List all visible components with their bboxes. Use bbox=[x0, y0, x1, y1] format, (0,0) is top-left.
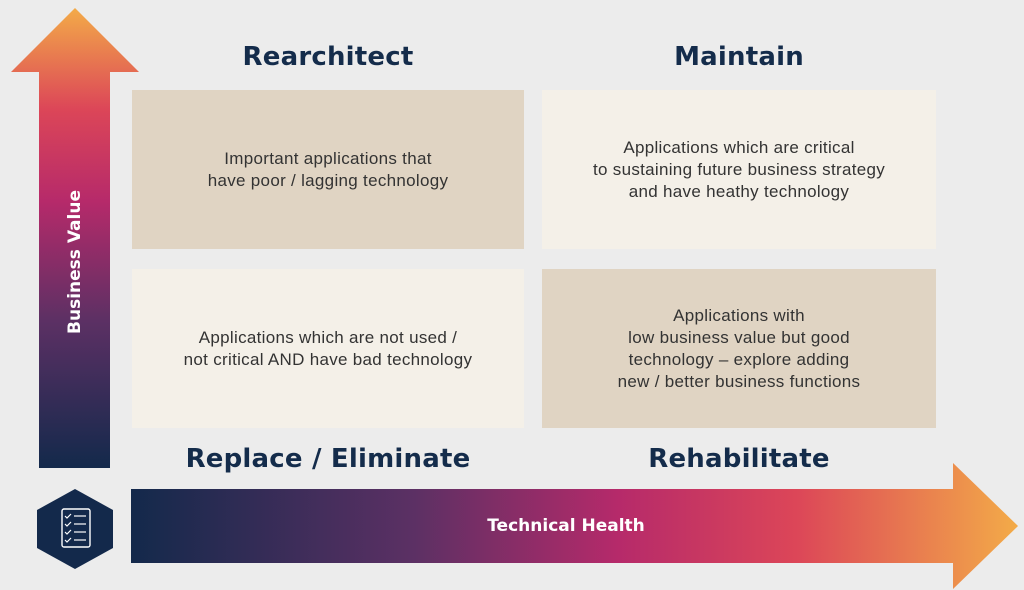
rearchitect-description: Important applications that have poor / … bbox=[207, 148, 449, 190]
business-value-arrow bbox=[11, 8, 139, 468]
replace-eliminate-description: Applications which are not used / not cr… bbox=[183, 327, 473, 369]
rearchitect-title: Rearchitect bbox=[242, 42, 414, 72]
rearchitect-box: Important applications that have poor / … bbox=[132, 90, 524, 249]
rehabilitate-box: Applications with low business value but… bbox=[542, 269, 936, 428]
replace-eliminate-box: Applications which are not used / not cr… bbox=[132, 269, 524, 428]
business-value-label: Business Value bbox=[65, 190, 85, 334]
maintain-box: Applications which are critical to susta… bbox=[542, 90, 936, 249]
maintain-title: Maintain bbox=[674, 42, 804, 72]
technical-health-arrow bbox=[131, 463, 1018, 589]
rehabilitate-description: Applications with low business value but… bbox=[617, 305, 861, 391]
technical-health-label: Technical Health bbox=[487, 516, 645, 536]
maintain-description: Applications which are critical to susta… bbox=[592, 137, 886, 201]
checklist-icon bbox=[37, 489, 113, 569]
rehabilitate-title: Rehabilitate bbox=[648, 444, 830, 474]
replace-eliminate-title: Replace / Eliminate bbox=[185, 444, 471, 474]
